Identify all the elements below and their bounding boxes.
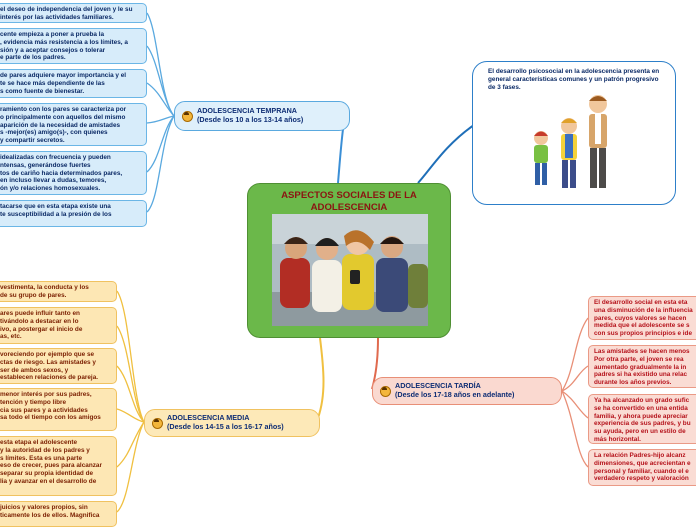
temprana-note-3[interactable]: de pares adquiere mayor importancia y el… — [0, 69, 147, 98]
temprana-note-5[interactable]: idealizadas con frecuencia y pueden nten… — [0, 151, 147, 195]
tardia-subtitle: (Desde los 17-18 años en adelante) — [395, 390, 515, 399]
boys-cartoon-image — [527, 90, 623, 196]
teenagers-photo — [272, 214, 428, 326]
branch-temprana[interactable]: ADOLESCENCIA TEMPRANA (Desde los 10 a lo… — [174, 101, 350, 131]
media-note-3[interactable]: voreciendo por ejemplo que se ctas de ri… — [0, 348, 117, 384]
link-root-intro — [417, 124, 475, 184]
tardia-note-3[interactable]: Ya ha alcanzado un grado sufic se ha con… — [588, 394, 696, 444]
temprana-note-6[interactable]: tacarse que en esta etapa existe una te … — [0, 200, 147, 227]
media-note-4[interactable]: menor interés por sus padres, tención y … — [0, 388, 117, 431]
media-note-6[interactable]: juicios y valores propios, sin ticamente… — [0, 501, 117, 527]
intro-text: El desarrollo psicosocial en la adolesce… — [488, 68, 660, 91]
tardia-note-4[interactable]: La relación Padres-hijo alcanz dimension… — [588, 449, 696, 486]
boy-head-icon — [182, 110, 193, 122]
boy-head-icon — [152, 417, 163, 429]
branch-tardia[interactable]: ADOLESCENCIA TARDÍA (Desde los 17-18 año… — [372, 377, 562, 405]
media-branches — [116, 290, 145, 513]
temprana-note-1[interactable]: el deseo de independencia del joven y le… — [0, 3, 147, 23]
temprana-title: ADOLESCENCIA TEMPRANA — [197, 106, 297, 116]
intro-topic[interactable]: El desarrollo psicosocial en la adolesce… — [472, 61, 676, 205]
media-subtitle: (Desde los 14-15 a los 16-17 años) — [167, 422, 284, 431]
root-topic[interactable]: ASPECTOS SOCIALES DE LA ADOLESCENCIA — [247, 183, 451, 338]
link-root-media — [317, 337, 325, 419]
temprana-branches — [146, 12, 175, 213]
media-note-2[interactable]: ares puede influir tanto en tivándolo a … — [0, 307, 117, 344]
temprana-note-4[interactable]: ramiento con los pares se caracteriza po… — [0, 103, 147, 146]
branch-media[interactable]: ADOLESCENCIA MEDIA (Desde los 14-15 a lo… — [144, 409, 320, 437]
root-title: ASPECTOS SOCIALES DE LA ADOLESCENCIA — [281, 190, 417, 213]
media-label: ADOLESCENCIA MEDIA (Desde los 14-15 a lo… — [167, 413, 284, 432]
tardia-note-1[interactable]: El desarrollo social en esta eta una dis… — [588, 296, 696, 340]
temprana-label: ADOLESCENCIA TEMPRANA (Desde los 10 a lo… — [197, 106, 304, 125]
tardia-label: ADOLESCENCIA TARDÍA (Desde los 17-18 año… — [395, 381, 515, 400]
boy-head-icon — [380, 385, 391, 397]
temprana-subtitle: (Desde los 10 a los 13-14 años) — [197, 115, 304, 124]
media-title: ADOLESCENCIA MEDIA — [167, 413, 250, 423]
media-note-1[interactable]: vestimenta, la conducta y los de su grup… — [0, 281, 117, 302]
media-note-5[interactable]: esta etapa el adolescente y la autoridad… — [0, 436, 117, 496]
temprana-note-2[interactable]: cente empieza a poner a prueba la , evid… — [0, 28, 147, 64]
tardia-note-2[interactable]: Las amistades se hacen menos Por otra pa… — [588, 345, 696, 388]
tardia-branches — [561, 317, 589, 468]
tardia-title: ADOLESCENCIA TARDÍA — [395, 381, 481, 391]
